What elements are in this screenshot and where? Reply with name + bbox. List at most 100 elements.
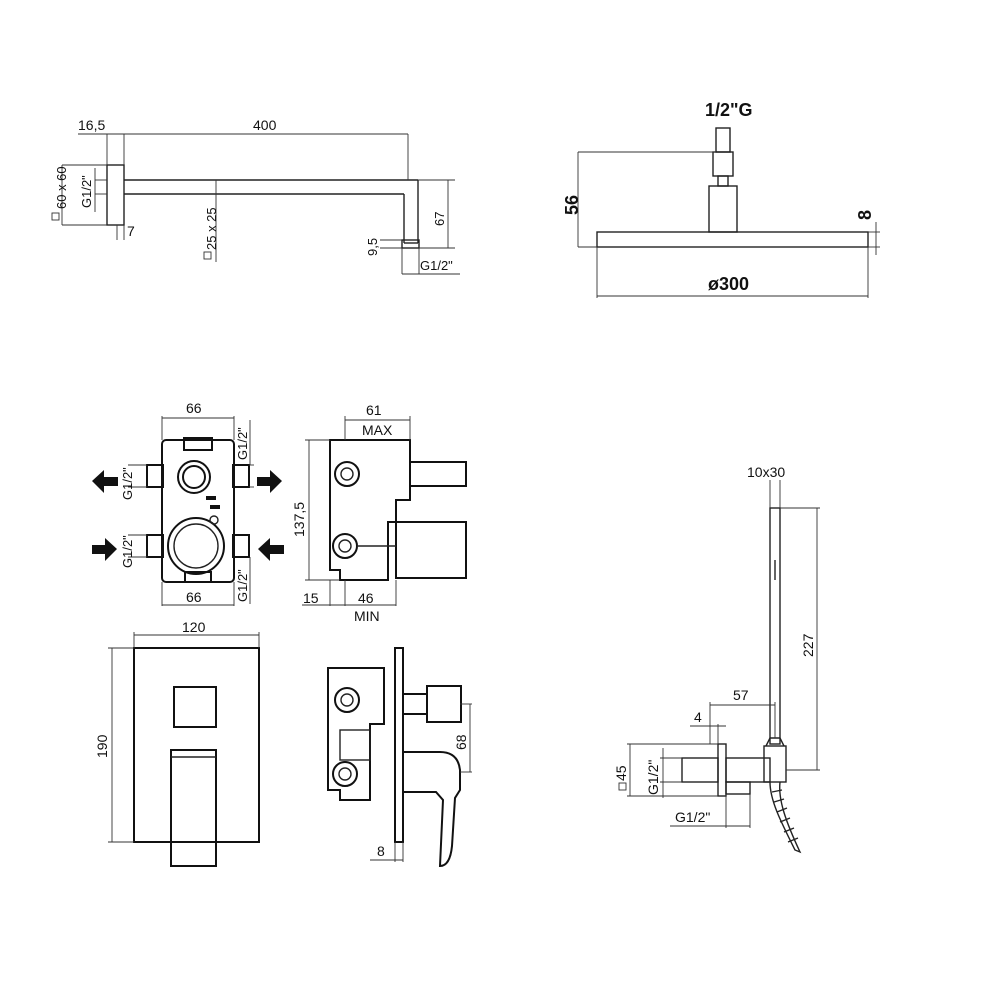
- shower-arm-drawing: 16,5 400 60 x 60 G1/2" 7 25 x 25 67 9,5: [51, 117, 460, 275]
- side-knob-neck: [402, 693, 428, 715]
- mixer-lower-port: [332, 761, 358, 787]
- upper-port: [177, 460, 211, 494]
- side-body: [329, 439, 411, 581]
- dim-9-5: 9,5: [365, 238, 380, 256]
- dim-61: 61: [366, 402, 382, 418]
- dim-g12-lower-right: G1/2": [235, 569, 250, 602]
- square-symbol-icon: [51, 212, 60, 221]
- shower-head-drawing: 1/2"G 56 8 ø300: [562, 100, 880, 298]
- hand-shower-set: 10x30 227 57 4 45 G1/2" G1/2": [613, 464, 820, 854]
- dim-g12-upper-left: G1/2": [120, 467, 135, 500]
- label-max: MAX: [362, 422, 393, 438]
- top-stub: [183, 437, 213, 451]
- connector-neck: [717, 175, 729, 187]
- dim-190: 190: [94, 734, 110, 758]
- outlet-nipple: [401, 239, 420, 249]
- bottom-stub: [184, 571, 212, 583]
- mixer-upper-port: [334, 687, 360, 713]
- side-lower-port: [332, 533, 358, 559]
- connector-body: [708, 185, 738, 233]
- bottom-outlet: [725, 781, 751, 795]
- side-knob: [426, 685, 462, 723]
- wall-outlet-pipe: [681, 757, 719, 783]
- screw-hole: [209, 515, 219, 525]
- detail-mark: [206, 496, 216, 500]
- square-symbol-icon: [618, 782, 627, 791]
- diverter-knob: [173, 686, 217, 728]
- dim-7: 7: [127, 223, 135, 239]
- outlet-arrow-icon: [92, 470, 118, 493]
- square-symbol-icon: [203, 251, 212, 260]
- holder-cup: [763, 745, 787, 783]
- detail-mark: [210, 505, 220, 509]
- dim-57: 57: [733, 687, 749, 703]
- dim-400: 400: [253, 117, 277, 133]
- dim-thread: 1/2"G: [705, 100, 753, 120]
- lower-cylinder: [395, 521, 467, 579]
- cartridge-block: [339, 729, 371, 761]
- dim-g12-wall: G1/2": [79, 175, 94, 208]
- upper-left-pipe: [146, 464, 164, 488]
- mixer-lower-port-inner: [338, 767, 352, 781]
- inlet-arrow-icon: [257, 470, 282, 493]
- upper-cylinder: [409, 461, 467, 487]
- lower-left-pipe: [146, 534, 164, 558]
- wall-flange-plate: [717, 743, 727, 797]
- dim-60x60: 60 x 60: [54, 166, 69, 209]
- hose-ribs: [771, 789, 799, 843]
- dim-g12-outlet: G1/2": [420, 258, 453, 273]
- dim-4: 4: [694, 709, 702, 725]
- lower-port: [167, 517, 225, 575]
- dim-g12-lower-left: G1/2": [120, 535, 135, 568]
- mixer-side-body: [327, 667, 385, 801]
- dim-10x30: 10x30: [747, 464, 785, 480]
- holder-top: [765, 737, 785, 747]
- mixer-lever: [170, 749, 217, 867]
- upper-port-inner: [182, 465, 206, 489]
- inlet-arrow-icon: [258, 538, 284, 561]
- side-wall-plate: [394, 647, 404, 843]
- dim-67: 67: [432, 212, 447, 226]
- dim-46: 46: [358, 590, 374, 606]
- dim-68: 68: [453, 734, 469, 750]
- dim-8: 8: [855, 210, 875, 220]
- side-upper-port-inner: [340, 467, 354, 481]
- inlet-arrow-icon: [92, 538, 117, 561]
- lower-right-pipe: [232, 534, 250, 558]
- concealed-body-front-view: 66 66 G1/2" G1/2" G1/2" G1/2": [92, 400, 284, 606]
- dim-120: 120: [182, 619, 206, 635]
- lower-port-inner: [173, 523, 219, 569]
- side-lever: [402, 751, 461, 868]
- dim-66-top: 66: [186, 400, 202, 416]
- dim-g12-upper-right: G1/2": [235, 427, 250, 460]
- wall-flange: [106, 164, 125, 226]
- dim-g12-side: G1/2": [645, 760, 661, 795]
- hand-shower-body: [769, 507, 781, 745]
- dim-45: 45: [613, 765, 629, 781]
- dim-g12-bottom: G1/2": [675, 809, 710, 825]
- mixer-plate-front-view: 120 190: [94, 619, 260, 867]
- shower-disc: [596, 231, 869, 248]
- dim-16-5: 16,5: [78, 117, 105, 133]
- dim-56: 56: [562, 195, 582, 215]
- mixer-upper-port-inner: [340, 693, 354, 707]
- thread-nipple: [715, 127, 731, 153]
- hose: [769, 781, 802, 854]
- cover-plate: [133, 647, 260, 843]
- dim-diameter: ø300: [708, 274, 749, 294]
- concealed-body-side-view: 61 MAX 137,5 15 46 MIN: [291, 402, 467, 624]
- dim-25x25: 25 x 25: [204, 207, 219, 250]
- upper-right-pipe: [232, 464, 250, 488]
- dim-137-5: 137,5: [291, 502, 307, 537]
- dim-227: 227: [800, 633, 816, 657]
- dim-8-plate: 8: [377, 843, 385, 859]
- dim-66-bottom: 66: [186, 589, 202, 605]
- connector-nut: [712, 151, 734, 177]
- label-min: MIN: [354, 608, 380, 624]
- mixer-side-view: 68 8: [327, 647, 472, 868]
- side-lower-port-inner: [338, 539, 352, 553]
- side-upper-port: [334, 461, 360, 487]
- dim-15: 15: [303, 590, 319, 606]
